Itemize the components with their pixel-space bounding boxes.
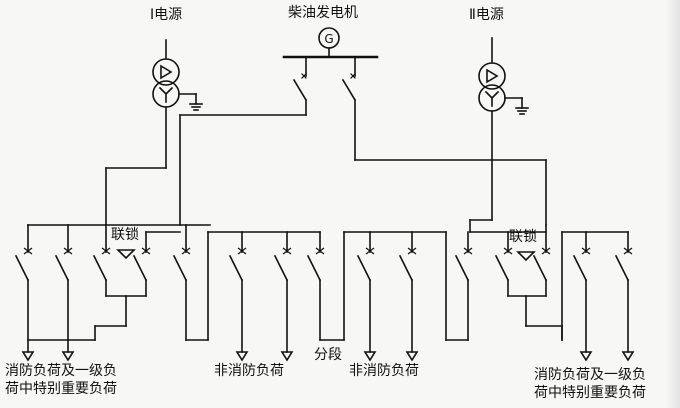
generator-symbol: G — [324, 32, 333, 46]
load-left-label-line2: 荷中特别重要负荷 — [5, 381, 117, 397]
load-center-left-label: 非消防负荷 — [214, 363, 284, 379]
source-1-label: Ⅰ电源 — [150, 7, 183, 23]
interlock-left-label: 联锁 — [111, 227, 139, 243]
generator-breaker-marks — [301, 73, 356, 79]
right-bus — [561, 231, 630, 353]
right-interlock-switches — [469, 224, 563, 341]
load-right-label-line1: 消防负荷及一级负 — [534, 367, 646, 383]
breaker-marks — [23, 247, 633, 255]
left-feeders — [14, 224, 70, 353]
transformer-1-icon — [152, 39, 203, 169]
load-arrows — [21, 351, 635, 362]
left-interlock-switches — [27, 224, 181, 341]
transformer-2-icon — [478, 37, 529, 221]
source-2-label: Ⅱ电源 — [469, 7, 504, 23]
center-left-bus — [207, 231, 345, 353]
load-right-label-line2: 荷中特别重要负荷 — [534, 385, 646, 401]
generator-icon — [179, 27, 547, 226]
page-edge-shadow — [666, 0, 680, 408]
sectionalizer-label: 分段 — [314, 347, 342, 363]
generator-label: 柴油发电机 — [288, 5, 358, 21]
center-right-bus — [343, 231, 470, 353]
load-left-label-line1: 消防负荷及一级负 — [5, 363, 117, 379]
interlock-right-label: 联锁 — [509, 229, 537, 245]
load-center-right-label: 非消防负荷 — [349, 363, 419, 379]
